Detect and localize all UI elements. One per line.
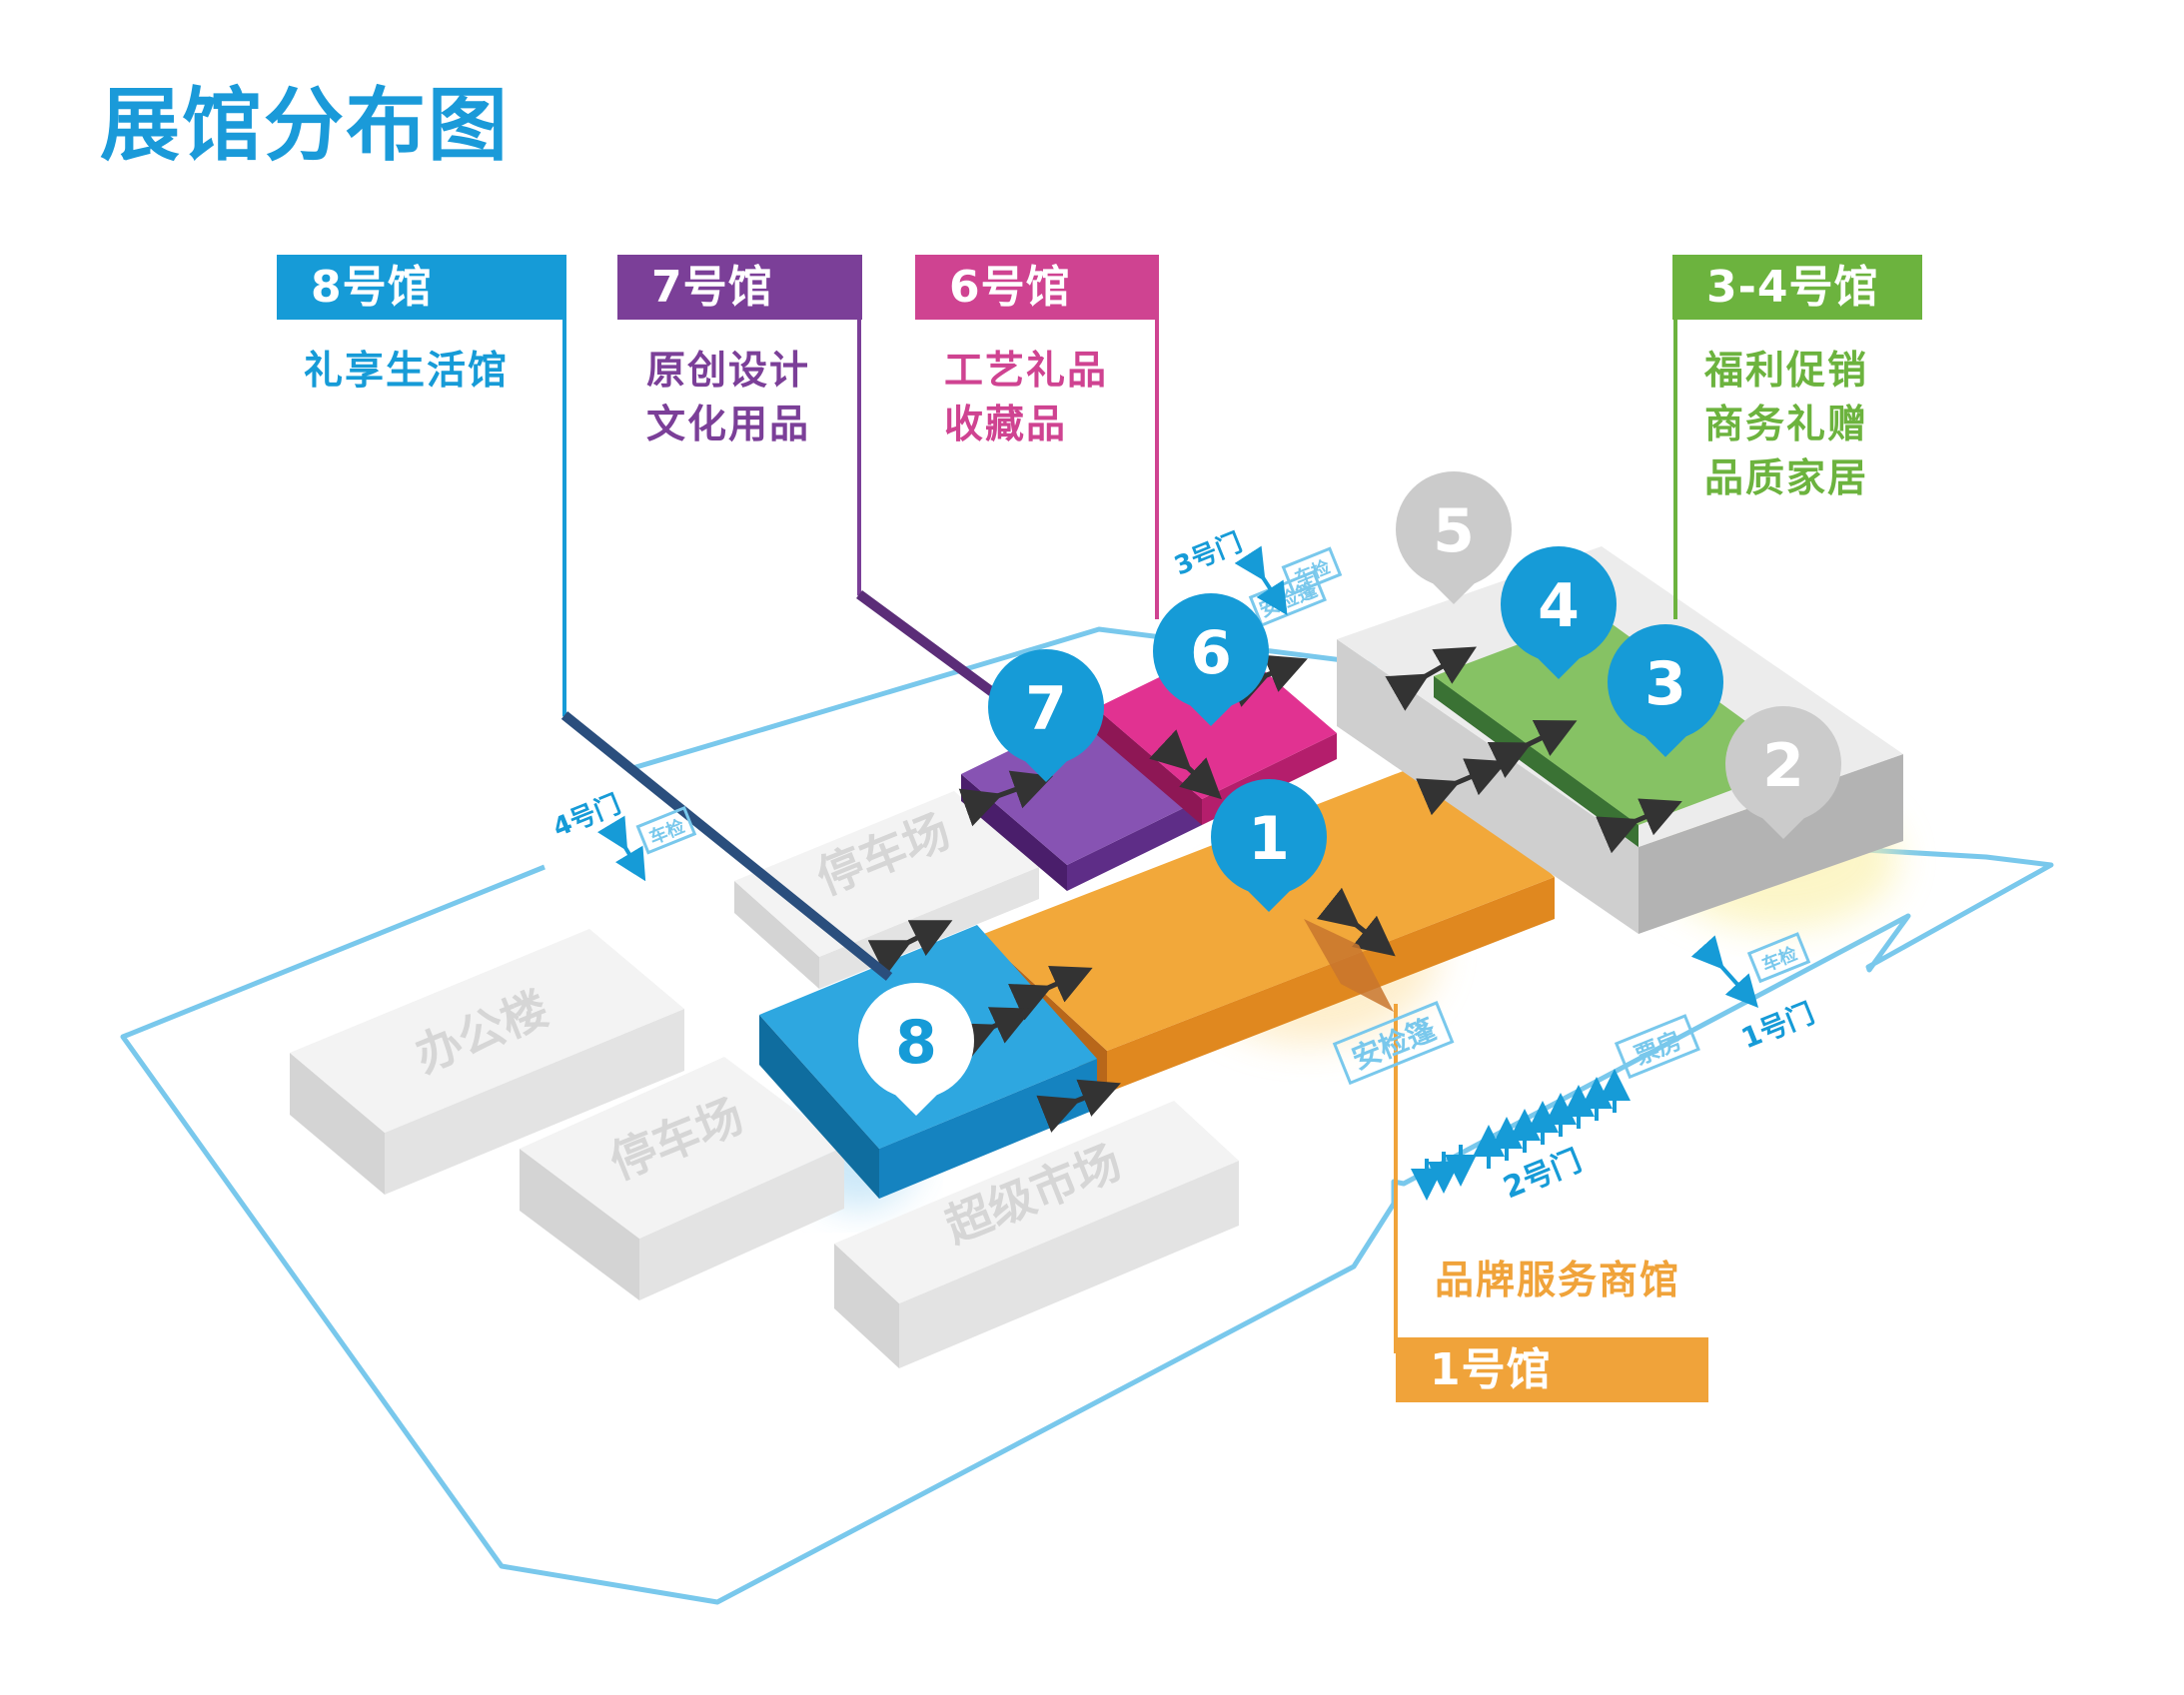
marker-1[interactable]: 1 (1211, 779, 1327, 912)
gate-2: 票房 2号门 (1411, 1014, 1700, 1207)
hall-7-desc: 原创设计 文化用品 (646, 349, 811, 447)
office-building (290, 929, 684, 1195)
supermarket-building (834, 1101, 1239, 1368)
marker-5[interactable]: 5 (1394, 362, 1512, 604)
svg-text:4: 4 (1538, 571, 1580, 641)
hall-3-4-label[interactable]: 3-4号馆 (1672, 255, 1922, 320)
marker-6[interactable]: 6 (1153, 593, 1269, 726)
hall-8-label[interactable]: 8号馆 (277, 255, 566, 320)
hall-6-desc: 工艺礼品 收藏品 (944, 349, 1109, 447)
svg-text:4号门: 4号门 (548, 789, 624, 843)
hall-6-label[interactable]: 6号馆 (915, 255, 1159, 320)
svg-text:2: 2 (1762, 731, 1804, 801)
svg-text:7: 7 (1025, 674, 1067, 744)
access-arrows (867, 646, 1682, 1133)
marker-2[interactable]: 2 (1725, 706, 1841, 839)
svg-text:6: 6 (1190, 618, 1232, 688)
hall-1-desc: 品牌服务商馆 (1435, 1259, 1681, 1303)
hall-1-callout-stub (1304, 919, 1394, 1012)
marker-4[interactable]: 4 (1501, 546, 1617, 679)
hall-3-4-desc: 福利促销 商务礼赠 品质家居 (1704, 349, 1869, 501)
svg-text:5: 5 (1433, 496, 1475, 566)
svg-text:1号门: 1号门 (1736, 997, 1818, 1056)
marker-7[interactable]: 7 (988, 649, 1104, 782)
hall-1-label[interactable]: 1号馆 (1396, 1337, 1708, 1402)
page-title: 展馆分布图 (100, 79, 510, 172)
svg-text:3号门: 3号门 (1170, 527, 1246, 581)
svg-text:8: 8 (895, 1008, 937, 1078)
marker-3[interactable]: 3 (1608, 624, 1723, 757)
gate-1: 车检 1号门 (1690, 932, 1819, 1056)
parking-lot-west (520, 1057, 844, 1300)
hall-7-leader (857, 255, 1031, 721)
marker-8[interactable]: 8 (858, 983, 974, 1116)
svg-text:2号门: 2号门 (1499, 1144, 1587, 1207)
svg-text:1: 1 (1248, 804, 1290, 874)
hall-7-label[interactable]: 7号馆 (617, 255, 862, 320)
svg-text:3: 3 (1644, 649, 1686, 719)
hall-8-desc: 礼享生活馆 (304, 349, 510, 394)
hall-8-leader-band (560, 711, 893, 981)
